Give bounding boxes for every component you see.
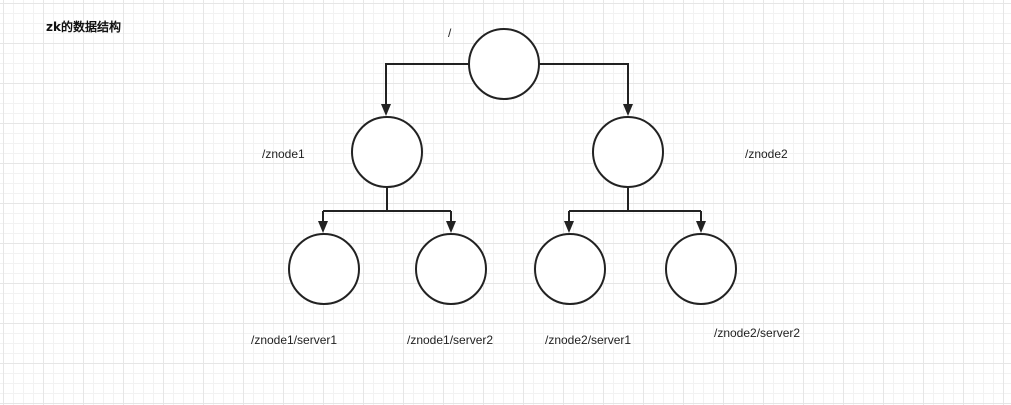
arrow-znode2-server1 <box>564 221 574 233</box>
edge-znode1-children <box>322 188 452 222</box>
node-znode1-server1[interactable] <box>288 233 360 305</box>
label-znode2-server2: /znode2/server2 <box>714 326 801 340</box>
label-znode1-server1: /znode1/server1 <box>251 333 338 347</box>
arrow-znode1-server2 <box>446 221 456 233</box>
node-znode1-server2[interactable] <box>415 233 487 305</box>
label-znode1: /znode1 <box>262 147 305 161</box>
arrow-root-znode1 <box>381 104 391 116</box>
arrow-znode2-server2 <box>696 221 706 233</box>
node-znode2-server1[interactable] <box>534 233 606 305</box>
edge-znode2-children <box>568 188 702 222</box>
arrow-znode1-server1 <box>318 221 328 233</box>
arrow-root-znode2 <box>623 104 633 116</box>
node-znode2[interactable] <box>592 116 664 188</box>
label-znode1-server2: /znode1/server2 <box>407 333 494 347</box>
node-znode2-server2[interactable] <box>665 233 737 305</box>
node-znode1[interactable] <box>351 116 423 188</box>
label-znode2: /znode2 <box>745 147 788 161</box>
label-znode2-server1: /znode2/server1 <box>545 333 632 347</box>
edge-root-znode2 <box>539 63 629 104</box>
node-root[interactable] <box>468 28 540 100</box>
edge-root-znode1 <box>385 63 469 104</box>
diagram-title: zk的数据结构 <box>46 20 121 34</box>
label-root: / <box>448 26 452 40</box>
